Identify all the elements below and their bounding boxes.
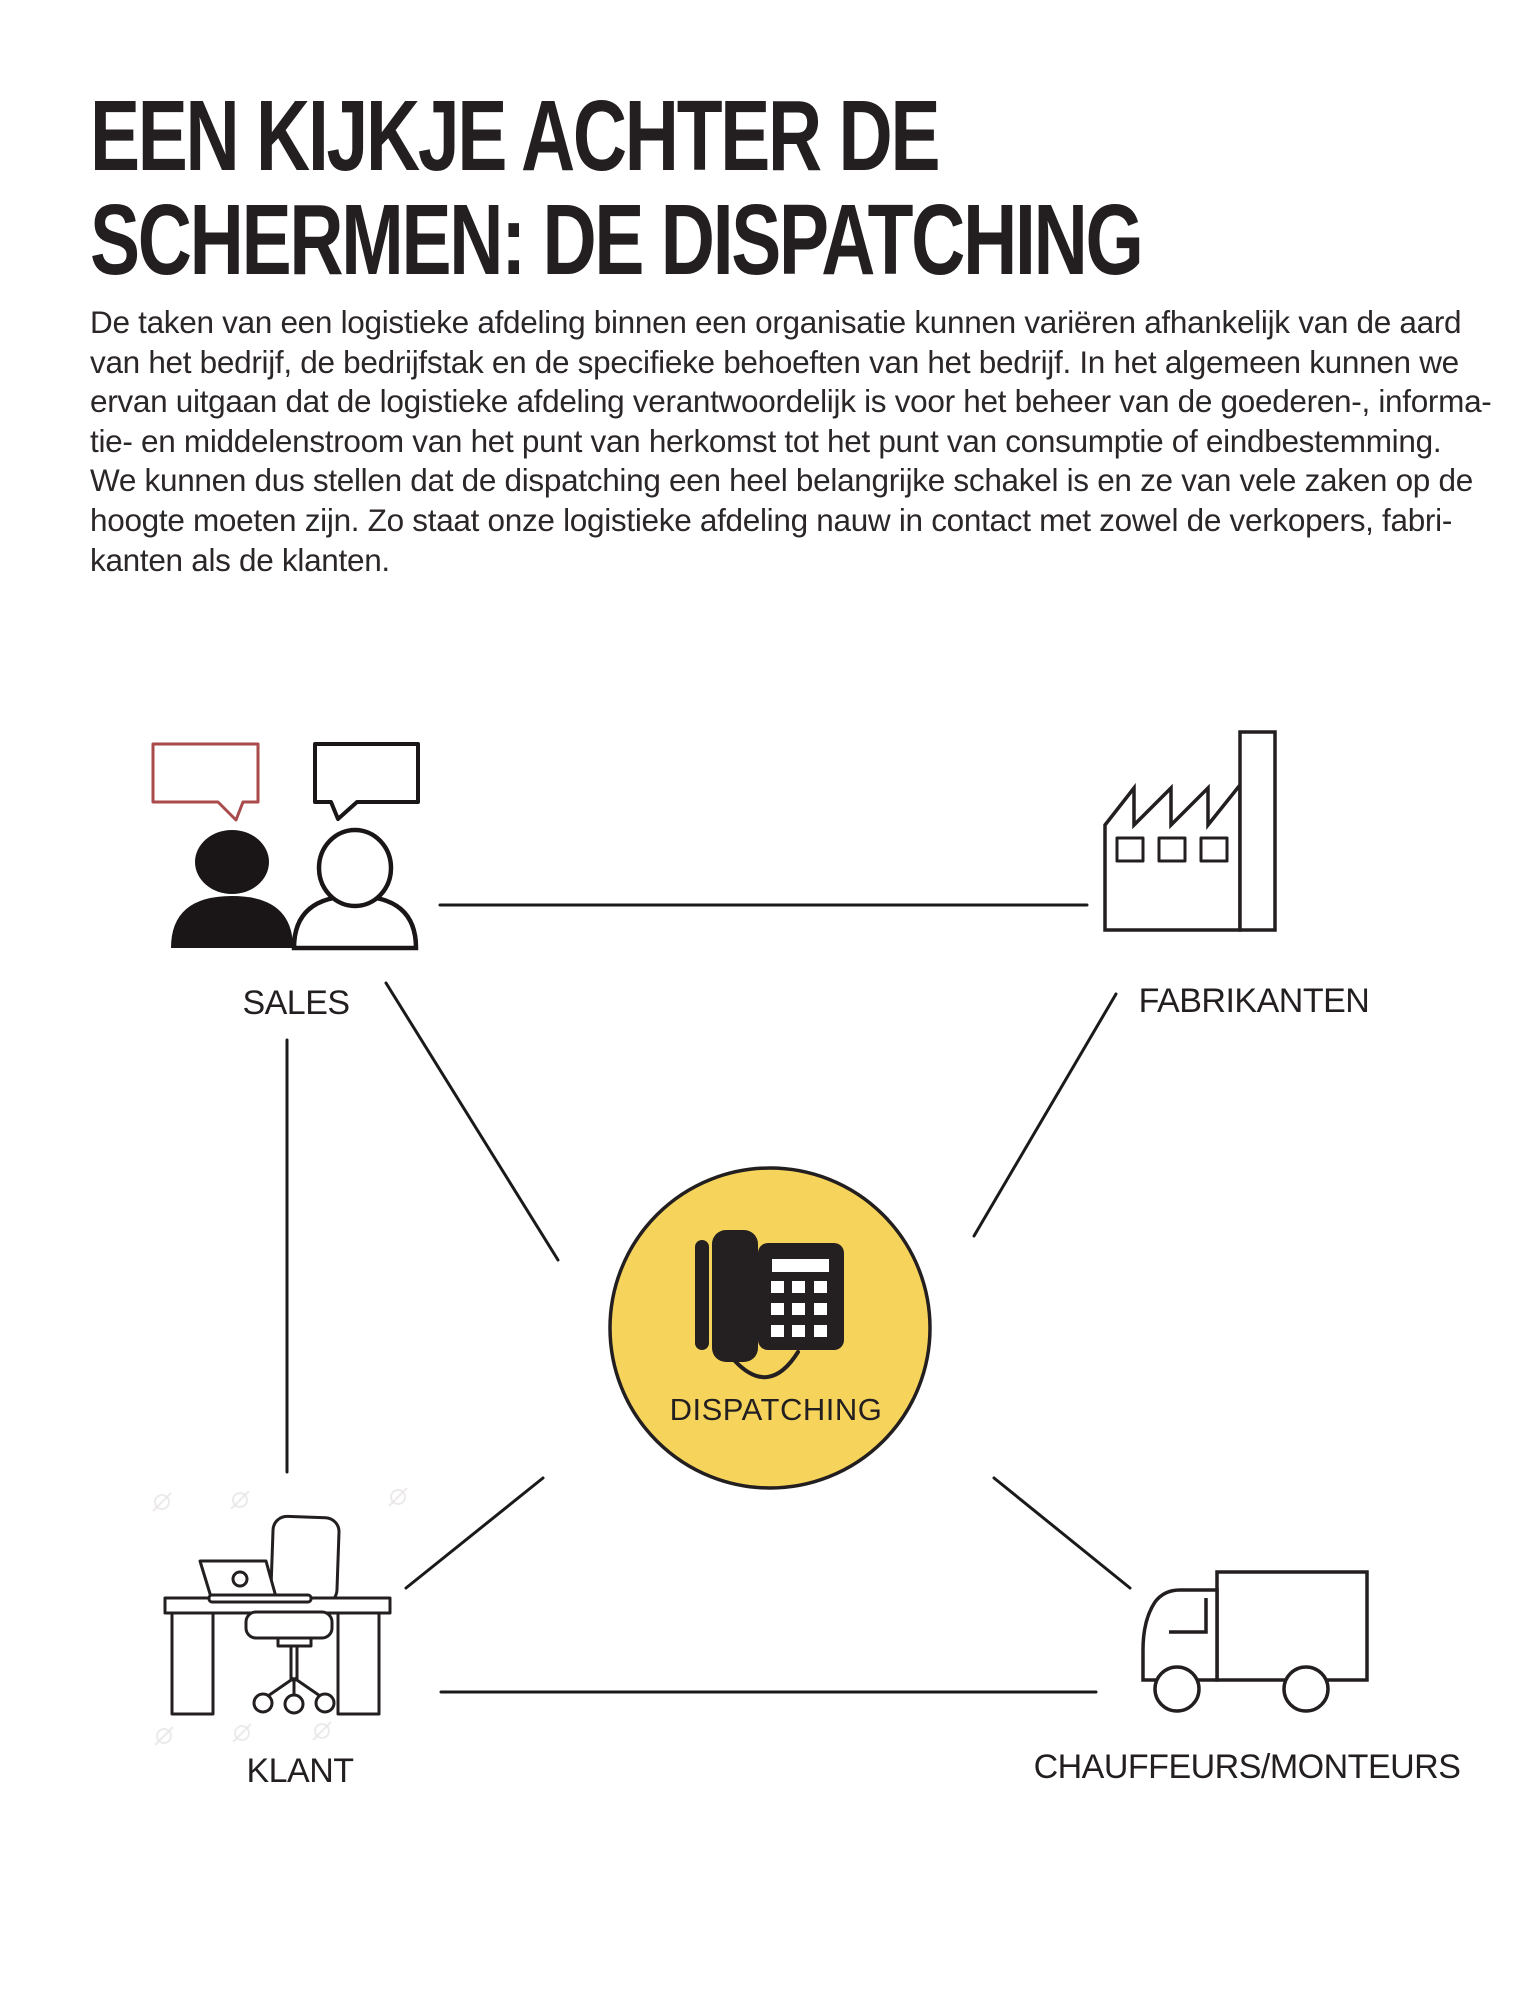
connector-lines — [285, 903, 1132, 1694]
person-outline-icon — [291, 827, 419, 951]
label-fabrikanten: FABRIKANTEN — [1138, 982, 1370, 1020]
speech-bubble-red-icon — [151, 742, 260, 822]
page-title: EEN KIJKJE ACHTER DE SCHERMEN: DE DISPAT… — [90, 80, 1144, 296]
label-chauffeurs: CHAUFFEURS/MONTEURS — [1033, 1748, 1461, 1786]
desk-leg — [336, 1611, 381, 1716]
chair-caster — [283, 1693, 305, 1715]
speech-bubble-black-icon — [313, 742, 420, 821]
factory-tower — [1238, 730, 1277, 932]
factory-window — [1157, 836, 1187, 863]
factory-icon — [1103, 730, 1277, 932]
desk-leg — [170, 1611, 215, 1716]
chair-base-spokes — [264, 1676, 324, 1700]
connector-dispatching-chauffeurs — [992, 1476, 1132, 1590]
connector-klant-dispatching — [404, 1476, 545, 1590]
label-dispatching: DISPATCHING — [669, 1392, 883, 1427]
label-sales: SALES — [242, 984, 350, 1022]
truck-window — [1169, 1598, 1208, 1634]
chair-seat — [244, 1610, 334, 1640]
sales-people-icon — [151, 742, 420, 951]
chair-caster — [314, 1692, 336, 1714]
truck-icon — [1141, 1570, 1369, 1713]
truck-wheel — [1282, 1665, 1330, 1713]
factory-window — [1115, 836, 1145, 863]
chair-seat-support — [276, 1636, 313, 1648]
chair-caster — [252, 1692, 274, 1714]
office-desk-icon — [163, 1514, 392, 1716]
person-filled-icon — [171, 830, 293, 948]
truck-cab — [1141, 1588, 1219, 1682]
truck-wheel — [1153, 1665, 1201, 1713]
dispatching-hub — [608, 1166, 932, 1490]
factory-window — [1199, 836, 1229, 863]
page-title-line-2: SCHERMEN: DE DISPATCHING — [90, 184, 1144, 296]
desk-phone-icon — [695, 1230, 844, 1379]
laptop-icon — [198, 1559, 313, 1604]
intro-paragraph: De taken van een logistieke afdeling bin… — [90, 304, 1492, 578]
label-klant: KLANT — [246, 1752, 354, 1790]
chair-back — [269, 1514, 341, 1606]
truck-cargo-box — [1215, 1570, 1369, 1682]
page-title-line-1: EEN KIJKJE ACHTER DE — [90, 80, 940, 192]
connector-fabrikanten-dispatching — [972, 992, 1118, 1238]
watermark-marks — [152, 1487, 408, 1746]
connector-sales-dispatching — [384, 981, 560, 1262]
